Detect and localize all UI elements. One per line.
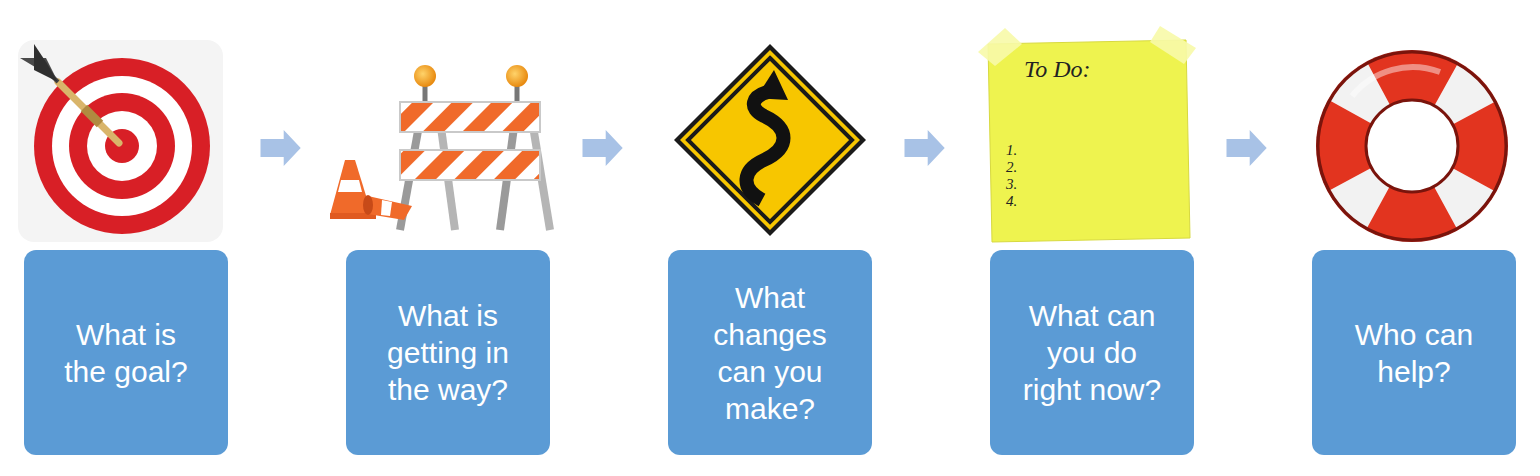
step-text-group: What is getting in the way?: [378, 297, 518, 408]
list-number: 1.: [1006, 142, 1017, 159]
barricade-icon: [330, 65, 550, 230]
step-box: What is the goal?: [24, 250, 228, 455]
step-box: What changes can you make?: [668, 250, 872, 455]
note-heading: To Do:: [1024, 56, 1090, 83]
list-number: 4.: [1006, 193, 1017, 210]
todo-sticky-note: [978, 26, 1196, 242]
step-column: What is the goal?: [14, 40, 238, 455]
step-column: What is getting in the way?: [336, 40, 560, 455]
flow-arrow: [583, 130, 623, 166]
step-text-group: What is the goal?: [56, 316, 196, 390]
step-box: Who can help?: [1312, 250, 1516, 455]
target-icon: [18, 40, 223, 242]
step-box: What can you do right now?: [990, 250, 1194, 455]
step-column: What changes can you make?: [658, 40, 882, 455]
step-text-group: What changes can you make?: [700, 279, 840, 427]
step-text-group: What can you do right now?: [1020, 297, 1165, 408]
winding-road-sign: [674, 44, 866, 236]
step-question: What is the goal?: [56, 316, 196, 390]
step-text-group: Who can help?: [1344, 316, 1484, 390]
flow-arrow: [261, 130, 301, 166]
list-number: 2.: [1006, 159, 1017, 176]
list-number: 3.: [1006, 176, 1017, 193]
step-question: What is getting in the way?: [378, 297, 518, 408]
step-question: What changes can you make?: [700, 279, 840, 427]
flow-arrow: [1227, 130, 1267, 166]
step-question: Who can help?: [1344, 316, 1484, 390]
step-box: What is getting in the way?: [346, 250, 550, 455]
life-ring-icon: [1316, 50, 1508, 242]
step-column: Who can help?: [1302, 40, 1526, 455]
flow-arrow: [905, 130, 945, 166]
step-column: What can you do right now?: [980, 40, 1204, 455]
step-question: What can you do right now?: [1020, 297, 1165, 408]
